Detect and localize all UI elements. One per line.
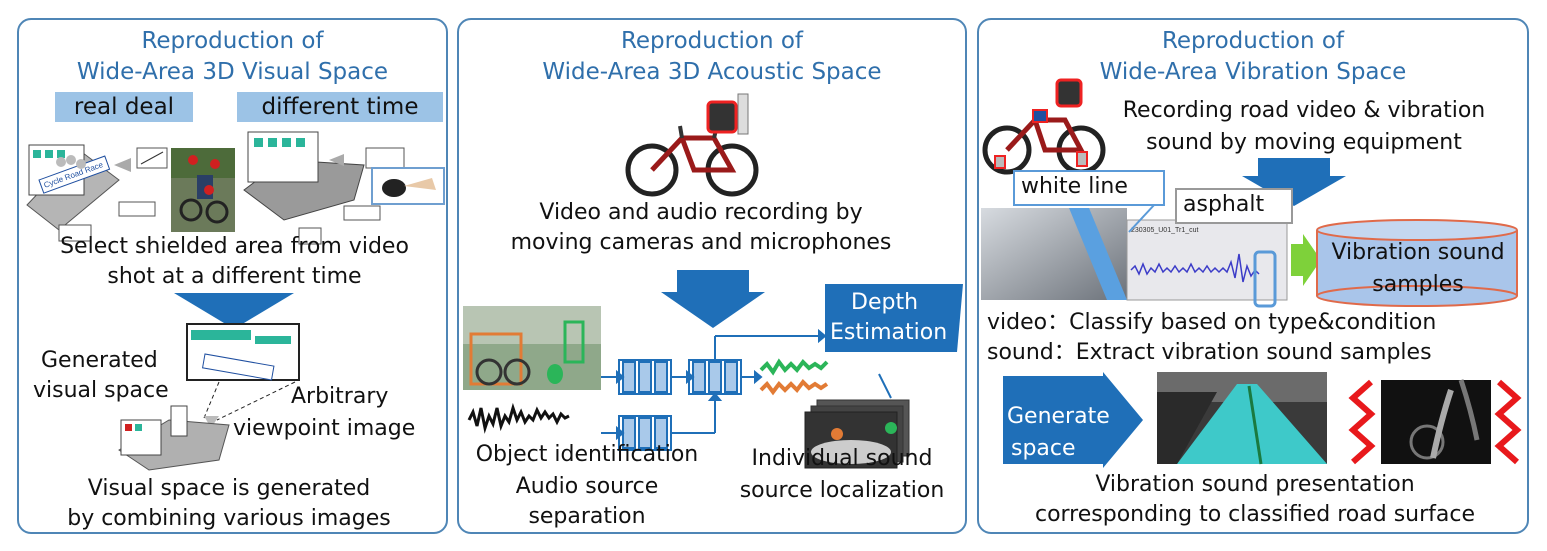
desc1-line1: Video and audio recording by (539, 200, 863, 225)
obj-line1: Object identification (475, 442, 699, 467)
desc1-line2: moving cameras and microphones (510, 230, 892, 255)
down-arrow-icon (174, 293, 294, 329)
stadium-illustration-right (243, 131, 445, 245)
pres-line1: Vibration sound presentation (1095, 472, 1415, 497)
loc-line2: source localization (739, 478, 945, 503)
panel-acoustic-space: Reproduction of Wide-Area 3D Acoustic Sp… (457, 18, 967, 534)
pres-line2: corresponding to classified road surface (1034, 502, 1476, 527)
obj-line2: Audio source (515, 474, 659, 499)
pipeline-diagram (463, 306, 910, 469)
obj-line3: separation (528, 504, 646, 529)
stadium-illustration-left: Cycle Road Race (26, 144, 235, 242)
depth-estimation-box (825, 284, 963, 352)
panel-title-line2: Wide-Area 3D Acoustic Space (542, 59, 882, 85)
down-arrow-icon (661, 270, 765, 328)
cylinder-line1: Vibration sound (1331, 240, 1505, 265)
panel-title-line1: Reproduction of (141, 28, 324, 54)
generate-line2: space (1011, 436, 1076, 461)
generate-line1: Generate (1007, 404, 1110, 429)
cyclist-silhouette-image (1381, 379, 1491, 464)
tag-real-deal: real deal (55, 92, 193, 122)
white-line-label: white line (1013, 170, 1165, 206)
vibration-zigzag-right (1494, 379, 1522, 465)
generated-label-line2: visual space (33, 378, 169, 403)
desc1-line1: Select shielded area from video (60, 234, 409, 259)
panel-title-line1: Reproduction of (620, 28, 804, 54)
road-video-waveform: 230305_U01_Tr1_cut (981, 203, 1321, 308)
classified-road-image (1157, 372, 1327, 465)
viewpoint-label-line1: Arbitrary (291, 384, 389, 409)
cylinder-line2: samples (1372, 272, 1464, 297)
panel-title-line2: Wide-Area Vibration Space (1099, 59, 1407, 85)
desc2-line2: by combining various images (67, 506, 391, 531)
panel-visual-space: Reproduction of Wide-Area 3D Visual Spac… (17, 18, 448, 534)
sound-line: sound：Extract vibration sound samples (987, 340, 1432, 365)
tag-different-time: different time (237, 92, 443, 122)
loc-line1: Individual sound (751, 446, 933, 471)
depth-label-line1: Depth (851, 290, 919, 315)
desc1-line2: shot at a different time (107, 264, 362, 289)
panel-title-line2: Wide-Area 3D Visual Space (76, 59, 389, 85)
generate-space-arrow (1003, 372, 1143, 468)
rec-line2: sound by moving equipment (1146, 130, 1462, 155)
depth-label-line2: Estimation (830, 320, 948, 345)
generated-label-line1: Generated (41, 348, 158, 373)
video-line: video：Classify based on type&condition (987, 310, 1437, 335)
desc2-line1: Visual space is generated (87, 476, 371, 501)
waveform-caption: 230305_U01_Tr1_cut (1131, 227, 1199, 234)
panel-vibration-space: Reproduction of Wide-Area Vibration Spac… (977, 18, 1529, 534)
vibration-zigzag-left (1348, 379, 1376, 465)
bicycle-icon (625, 93, 759, 197)
panel-title-line1: Reproduction of (1161, 28, 1345, 54)
generated-space-illustration (118, 323, 300, 471)
viewpoint-label-line2: viewpoint image (233, 416, 416, 441)
rec-line1: Recording road video & vibration (1122, 98, 1486, 123)
vibration-sound-samples-cylinder (1316, 219, 1518, 307)
down-arrow-icon (1242, 158, 1346, 206)
asphalt-label: asphalt (1175, 188, 1293, 224)
